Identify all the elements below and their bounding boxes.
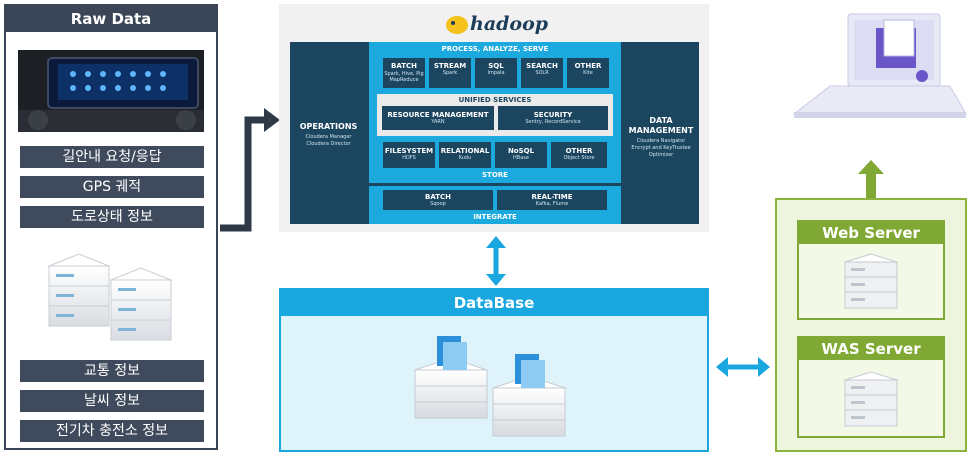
raw-item-road-status: 도로상태 정보 bbox=[20, 206, 204, 228]
elephant-icon bbox=[446, 16, 468, 34]
hadoop-logo: hadoop bbox=[444, 12, 554, 38]
database-panel: DataBase bbox=[279, 288, 709, 452]
database-server-icon bbox=[413, 336, 567, 437]
raw-item-ev-charging: 전기차 충전소 정보 bbox=[20, 420, 204, 442]
flow-arrow-database-servers bbox=[716, 357, 770, 377]
raw-item-traffic: 교통 정보 bbox=[20, 360, 204, 382]
server-stack-icon bbox=[44, 246, 184, 360]
car-dashboard-image bbox=[18, 50, 204, 132]
unified-services-block: UNIFIED SERVICES RESOURCE MANAGEMENT YAR… bbox=[377, 94, 613, 136]
data-management-column: DATA MANAGEMENT Cloudera Navigator Encry… bbox=[628, 116, 694, 158]
engine-sql: SQL Impala bbox=[475, 58, 517, 88]
database-title: DataBase bbox=[281, 290, 707, 316]
integrate-batch: BATCH Sqoop bbox=[383, 190, 493, 210]
store-relational: RELATIONAL Kudu bbox=[439, 142, 491, 168]
raw-data-panel: Raw Data 길안내 요청/응답 GPS 궤적 도로상태 정보 bbox=[4, 4, 218, 450]
store-nosql: NoSQL HBase bbox=[495, 142, 547, 168]
process-analyze-serve-block: PROCESS, ANALYZE, SERVE BATCH Spark, Hiv… bbox=[369, 42, 621, 183]
store-filesystem: FILESYSTEM HDFS bbox=[383, 142, 435, 168]
was-server-box: WAS Server bbox=[797, 336, 945, 438]
engine-stream: STREAM Spark bbox=[429, 58, 471, 88]
server-group-panel: Web Server WAS Server bbox=[775, 198, 967, 452]
was-server-title: WAS Server bbox=[799, 338, 943, 360]
store-other: OTHER Object Store bbox=[551, 142, 607, 168]
engine-search: SEARCH SOLR bbox=[521, 58, 563, 88]
raw-data-title: Raw Data bbox=[6, 6, 216, 32]
flow-arrow-raw-to-hadoop bbox=[220, 108, 280, 232]
flow-arrow-servers-to-client bbox=[858, 160, 884, 198]
raw-item-route-request: 길안내 요청/응답 bbox=[20, 146, 204, 168]
was-server-icon bbox=[843, 371, 899, 427]
engine-other: OTHER Kite bbox=[567, 58, 609, 88]
resource-management: RESOURCE MANAGEMENT YARN bbox=[382, 106, 494, 130]
web-server-box: Web Server bbox=[797, 220, 945, 320]
flow-arrow-hadoop-database bbox=[486, 236, 506, 286]
engine-batch: BATCH Spark, Hive, Pig MapReduce bbox=[383, 58, 425, 88]
web-server-icon bbox=[843, 253, 899, 309]
raw-item-weather: 날씨 정보 bbox=[20, 390, 204, 412]
hadoop-stack: OPERATIONS Cloudera Manager Cloudera Dir… bbox=[290, 42, 699, 224]
web-server-title: Web Server bbox=[799, 222, 943, 244]
operations-column: OPERATIONS Cloudera Manager Cloudera Dir… bbox=[299, 122, 358, 147]
security: SECURITY Sentry, RecordService bbox=[498, 106, 608, 130]
laptop-client-icon bbox=[792, 13, 967, 118]
raw-item-gps-trace: GPS 궤적 bbox=[20, 176, 204, 198]
hadoop-architecture-panel: hadoop OPERATIONS Cloudera Manager Cloud… bbox=[279, 4, 709, 232]
integrate-realtime: REAL-TIME Kafka, Flume bbox=[497, 190, 607, 210]
integrate-block: BATCH Sqoop REAL-TIME Kafka, Flume INTEG… bbox=[369, 186, 621, 224]
